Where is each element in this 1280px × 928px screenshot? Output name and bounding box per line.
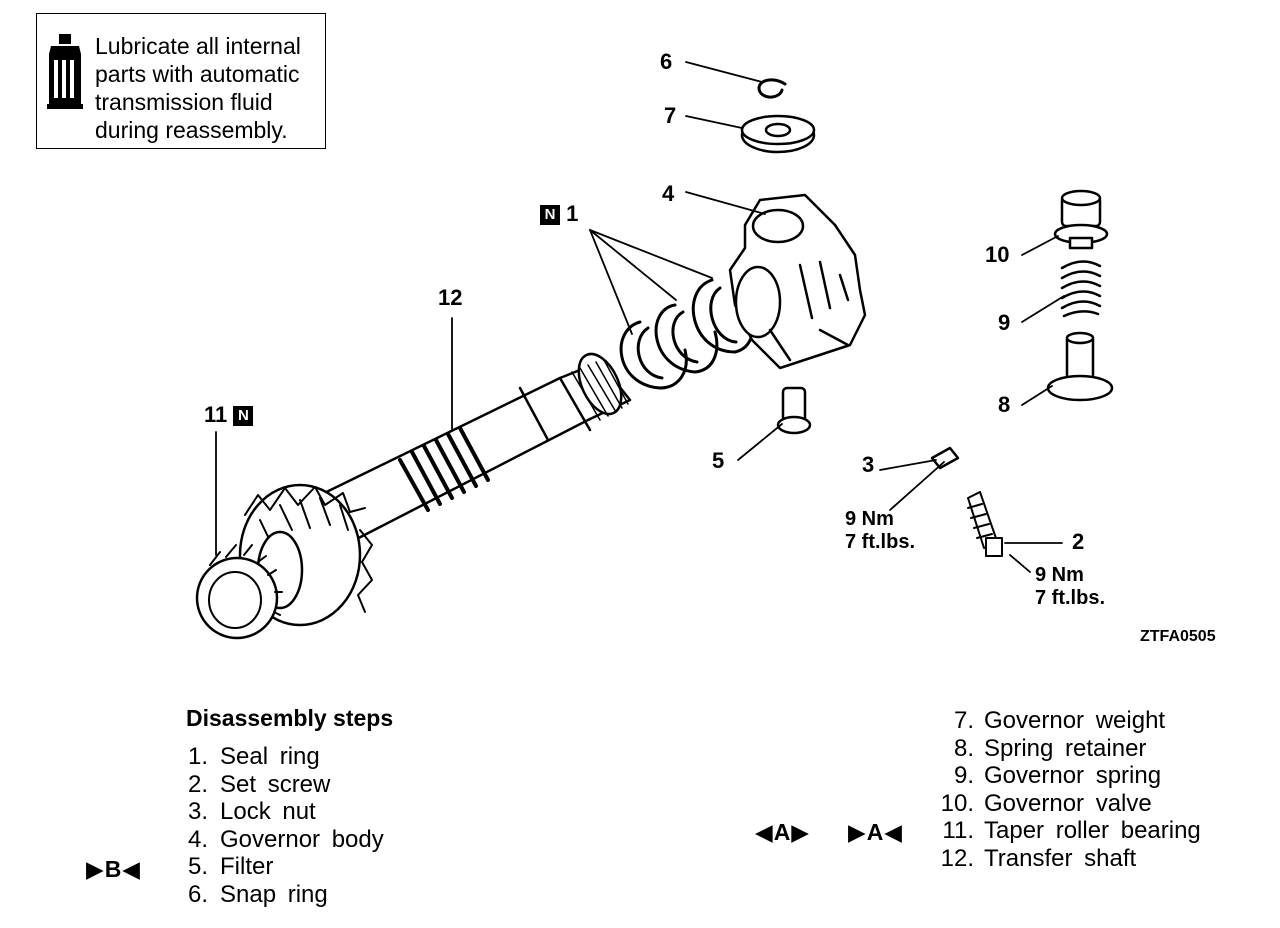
callout-1: N 1 xyxy=(540,202,578,226)
filter xyxy=(776,386,812,435)
new-part-mark: N xyxy=(540,205,560,225)
callout-10: 10 xyxy=(985,242,1010,267)
note-line: during reassembly. xyxy=(95,117,288,143)
new-part-mark: N xyxy=(233,406,254,426)
marker-filter: ▶B◀ xyxy=(86,856,141,882)
callout-7: 7 xyxy=(664,103,677,128)
list-item: 6.Snap ring xyxy=(187,880,328,908)
list-item: 1.Seal ring xyxy=(187,743,320,770)
callout-2: 2 xyxy=(1072,529,1085,554)
callout-11: 11 N xyxy=(204,403,254,427)
lock-nut xyxy=(930,446,960,470)
torque-set-screw: 9 Nm 7 ft.lbs. xyxy=(1035,564,1106,609)
steps-right-list: 7.Governor weight 8.Spring retainer 9.Go… xyxy=(930,707,1201,873)
callout-12: 12 xyxy=(438,285,463,310)
callout-5: 5 xyxy=(712,448,725,473)
list-item: 7.Governor weight xyxy=(953,707,1166,734)
callout-4: 4 xyxy=(662,181,675,206)
leader-lines xyxy=(215,61,1065,573)
steps-left-list: 1.Seal ring 2.Set screw 3.Lock nut 4.Gov… xyxy=(186,743,384,909)
list-item: 10.Governor valve xyxy=(940,789,1152,817)
marker-bearing-install: ▶A◀ xyxy=(848,819,903,845)
lubrication-note-text: Lubricate all internal parts with automa… xyxy=(95,32,323,144)
shaft-splines xyxy=(571,359,629,421)
list-item: 8.Spring retainer xyxy=(953,734,1147,762)
list-item: 4.Governor body xyxy=(187,825,384,853)
note-line: transmission fluid xyxy=(95,89,273,115)
list-item: 2.Set screw xyxy=(187,770,331,798)
lubrication-note: Lubricate all internal parts with automa… xyxy=(36,13,326,149)
callout-3: 3 xyxy=(862,452,875,477)
snap-ring xyxy=(757,78,787,99)
callout-9: 9 xyxy=(998,310,1011,335)
list-item: 11.Taper roller bearing xyxy=(942,817,1201,845)
figure-code: ZTFA0505 xyxy=(1140,628,1216,645)
list-item: 9.Governor spring xyxy=(953,762,1162,790)
set-screw xyxy=(967,491,1003,557)
callout-8: 8 xyxy=(998,392,1011,417)
governor-valve xyxy=(1053,189,1109,250)
marker-bearing-removal: ◀A▶ xyxy=(755,819,810,845)
governor-spring xyxy=(1060,260,1102,318)
taper-roller-bearing xyxy=(195,483,373,640)
spring-retainer xyxy=(1046,331,1114,402)
transfer-shaft xyxy=(308,352,632,547)
list-item: 12.Transfer shaft xyxy=(940,844,1137,872)
list-item: 5.Filter xyxy=(187,853,274,881)
list-item: 3.Lock nut xyxy=(187,798,316,826)
note-line: parts with automatic xyxy=(95,61,300,87)
steps-title: Disassembly steps xyxy=(186,705,394,731)
note-line: Lubricate all internal xyxy=(95,33,301,59)
oil-bottle-icon xyxy=(47,34,83,109)
callout-6: 6 xyxy=(660,49,673,74)
torque-lock-nut: 9 Nm 7 ft.lbs. xyxy=(845,508,916,553)
governor-body xyxy=(728,193,867,370)
governor-weight xyxy=(740,114,816,154)
